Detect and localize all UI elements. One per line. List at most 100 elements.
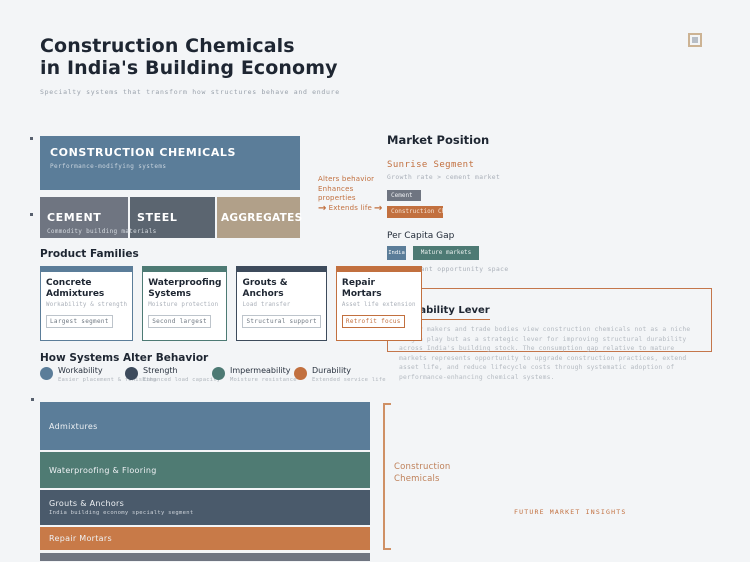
- legend-label: Strength: [143, 366, 178, 375]
- bar-label: Grouts & Anchors: [49, 499, 125, 508]
- right-arrow-icon: →: [318, 202, 327, 213]
- page-title-line2: in India's Building Economy: [40, 56, 338, 79]
- steel-label: STEEL: [136, 211, 178, 224]
- card-accent-bar: [237, 267, 326, 272]
- per-capita-gap-title: Per Capita Gap: [387, 231, 455, 241]
- page-subtitle: Specialty systems that transform how str…: [40, 88, 340, 96]
- card-accent-bar: [143, 267, 227, 272]
- legend-item-impermeability: Impermeability Moisture resistance: [212, 366, 297, 383]
- bracket-shape: [383, 403, 391, 550]
- section-bullet-icon: [31, 398, 34, 401]
- legend-text: Durability Extended service life: [312, 366, 386, 383]
- card-body: Grouts & Anchors Load transfer Structura…: [237, 272, 325, 333]
- legend-sublabel: Extended service life: [312, 376, 386, 383]
- sunrise-segment-note: Growth rate > cement market: [387, 174, 501, 181]
- section-bullet-icon: [30, 213, 33, 216]
- how-systems-alter-behavior-heading: How Systems Alter Behavior: [40, 352, 209, 364]
- cement-label: CEMENT: [47, 211, 102, 224]
- cement-comparison-bar: Cement: [387, 190, 421, 201]
- legend-sublabel: Enhanced load capacity: [143, 376, 221, 383]
- durability-lever-body: Policy makers and trade bodies view cons…: [399, 326, 691, 381]
- card-body: Concrete Admixtures Workability & streng…: [41, 272, 132, 333]
- card-title: Concrete Admixtures: [46, 278, 105, 299]
- bar-label: Admixtures: [49, 421, 98, 431]
- bar-grouts-anchors: Grouts & Anchors India building economy …: [40, 490, 370, 525]
- card-subtitle: Workability & strength: [46, 302, 128, 308]
- card-subtitle: Moisture protection: [148, 302, 219, 308]
- durability-lever-title: Durability Lever: [399, 305, 490, 320]
- card-accent-bar: [41, 267, 133, 272]
- card-body: Repair Mortars Asset life extension Retr…: [337, 272, 421, 333]
- page-title: Construction Chemicals in India's Buildi…: [40, 35, 338, 79]
- segment-bars: Admixtures Waterproofing & Flooring Grou…: [40, 402, 370, 562]
- annotation-line2: Enhances properties: [318, 184, 356, 203]
- market-position-heading: Market Position: [387, 133, 490, 147]
- right-arrow-icon: →: [374, 202, 383, 213]
- durability-lever-callout: Durability Lever Policy makers and trade…: [387, 288, 712, 381]
- bar-label: Waterproofing & Flooring: [49, 465, 157, 475]
- frame-icon: [688, 33, 702, 47]
- card-accent-bar: [336, 267, 421, 272]
- workability-dot-icon: [40, 367, 53, 380]
- mature-markets-bar: Mature markets: [413, 246, 479, 260]
- impermeability-dot-icon: [212, 367, 225, 380]
- commodity-note: Commodity building materials: [47, 228, 157, 235]
- legend-item-strength: Strength Enhanced load capacity: [125, 366, 220, 383]
- commodity-materials-row: CEMENT STEEL AGGREGATES Commodity buildi…: [40, 197, 303, 238]
- aggregates-box: AGGREGATES: [217, 197, 303, 238]
- legend-text: Impermeability Moisture resistance: [230, 366, 297, 383]
- bar-sublabel: India building economy specialty segment: [49, 510, 194, 516]
- legend-text: Workability Easier placement & finishing: [58, 366, 156, 383]
- brand-future-market-insights: FUTURE MARKET INSIGHTS: [514, 508, 627, 516]
- bracket-label: Construction Chemicals: [394, 462, 451, 484]
- steel-box: STEEL: [129, 197, 215, 238]
- construction-chemicals-box-subtitle: Performance-modifying systems: [50, 163, 167, 170]
- construction-chemicals-box: CONSTRUCTION CHEMICALS Performance-modif…: [40, 136, 300, 190]
- annotation-line3: → Extends life →: [318, 202, 388, 213]
- strength-dot-icon: [125, 367, 138, 380]
- bar-waterproofing-flooring: Waterproofing & Flooring: [40, 452, 370, 488]
- cement-box: CEMENT: [40, 197, 128, 238]
- legend-sublabel: Easier placement & finishing: [58, 376, 157, 383]
- card-badge: Retrofit focus: [341, 315, 405, 328]
- bar-admixtures: Admixtures: [40, 402, 370, 450]
- india-bar: India: [387, 246, 406, 260]
- legend-item-workability: Workability Easier placement & finishing: [40, 366, 156, 383]
- annotation-line3-text: Extends life: [328, 203, 373, 212]
- section-bullet-icon: [30, 137, 33, 140]
- legend-item-durability: Durability Extended service life: [294, 366, 386, 383]
- card-repair-mortars: Repair Mortars Asset life extension Retr…: [335, 266, 422, 341]
- card-badge: Second largest: [148, 315, 211, 328]
- card-badge: Largest segment: [46, 315, 113, 328]
- legend-sublabel: Moisture resistance: [230, 376, 297, 383]
- card-title: Repair Mortars: [341, 278, 382, 299]
- card-body: Waterproofing Systems Moisture protectio…: [143, 272, 226, 333]
- legend-text: Strength Enhanced load capacity: [143, 366, 220, 383]
- page-title-line1: Construction Chemicals: [40, 35, 295, 57]
- sunrise-segment-title: Sunrise Segment: [387, 160, 475, 170]
- durability-dot-icon: [294, 367, 307, 380]
- card-concrete-admixtures: Concrete Admixtures Workability & streng…: [40, 266, 134, 341]
- card-badge: Structural support: [242, 315, 321, 328]
- bar-repair-mortars: Repair Mortars: [40, 527, 370, 550]
- card-title: Grouts & Anchors: [242, 278, 288, 299]
- frame-icon-fill: [692, 37, 698, 43]
- card-title: Waterproofing Systems: [148, 278, 222, 299]
- aggregates-label: AGGREGATES: [221, 211, 303, 224]
- construction-chemicals-comparison-bar: Construction Chemicals: [387, 206, 443, 218]
- product-families-heading: Product Families: [40, 248, 139, 260]
- card-subtitle: Asset life extension: [341, 302, 416, 308]
- card-subtitle: Load transfer: [242, 302, 291, 308]
- legend-label: Impermeability: [230, 366, 291, 375]
- card-grouts-anchors: Grouts & Anchors Load transfer Structura…: [236, 266, 327, 341]
- behavior-legend: Workability Easier placement & finishing…: [40, 366, 386, 383]
- legend-label: Durability: [312, 366, 352, 375]
- per-capita-gap-note: Significant opportunity space: [387, 266, 509, 273]
- legend-label: Workability: [58, 366, 103, 375]
- product-family-cards: Concrete Admixtures Workability & streng…: [40, 266, 422, 341]
- bar-label: Repair Mortars: [49, 534, 112, 543]
- construction-chemicals-box-title: CONSTRUCTION CHEMICALS: [50, 146, 237, 159]
- card-waterproofing-systems: Waterproofing Systems Moisture protectio…: [142, 266, 228, 341]
- bar-partial: [40, 553, 370, 561]
